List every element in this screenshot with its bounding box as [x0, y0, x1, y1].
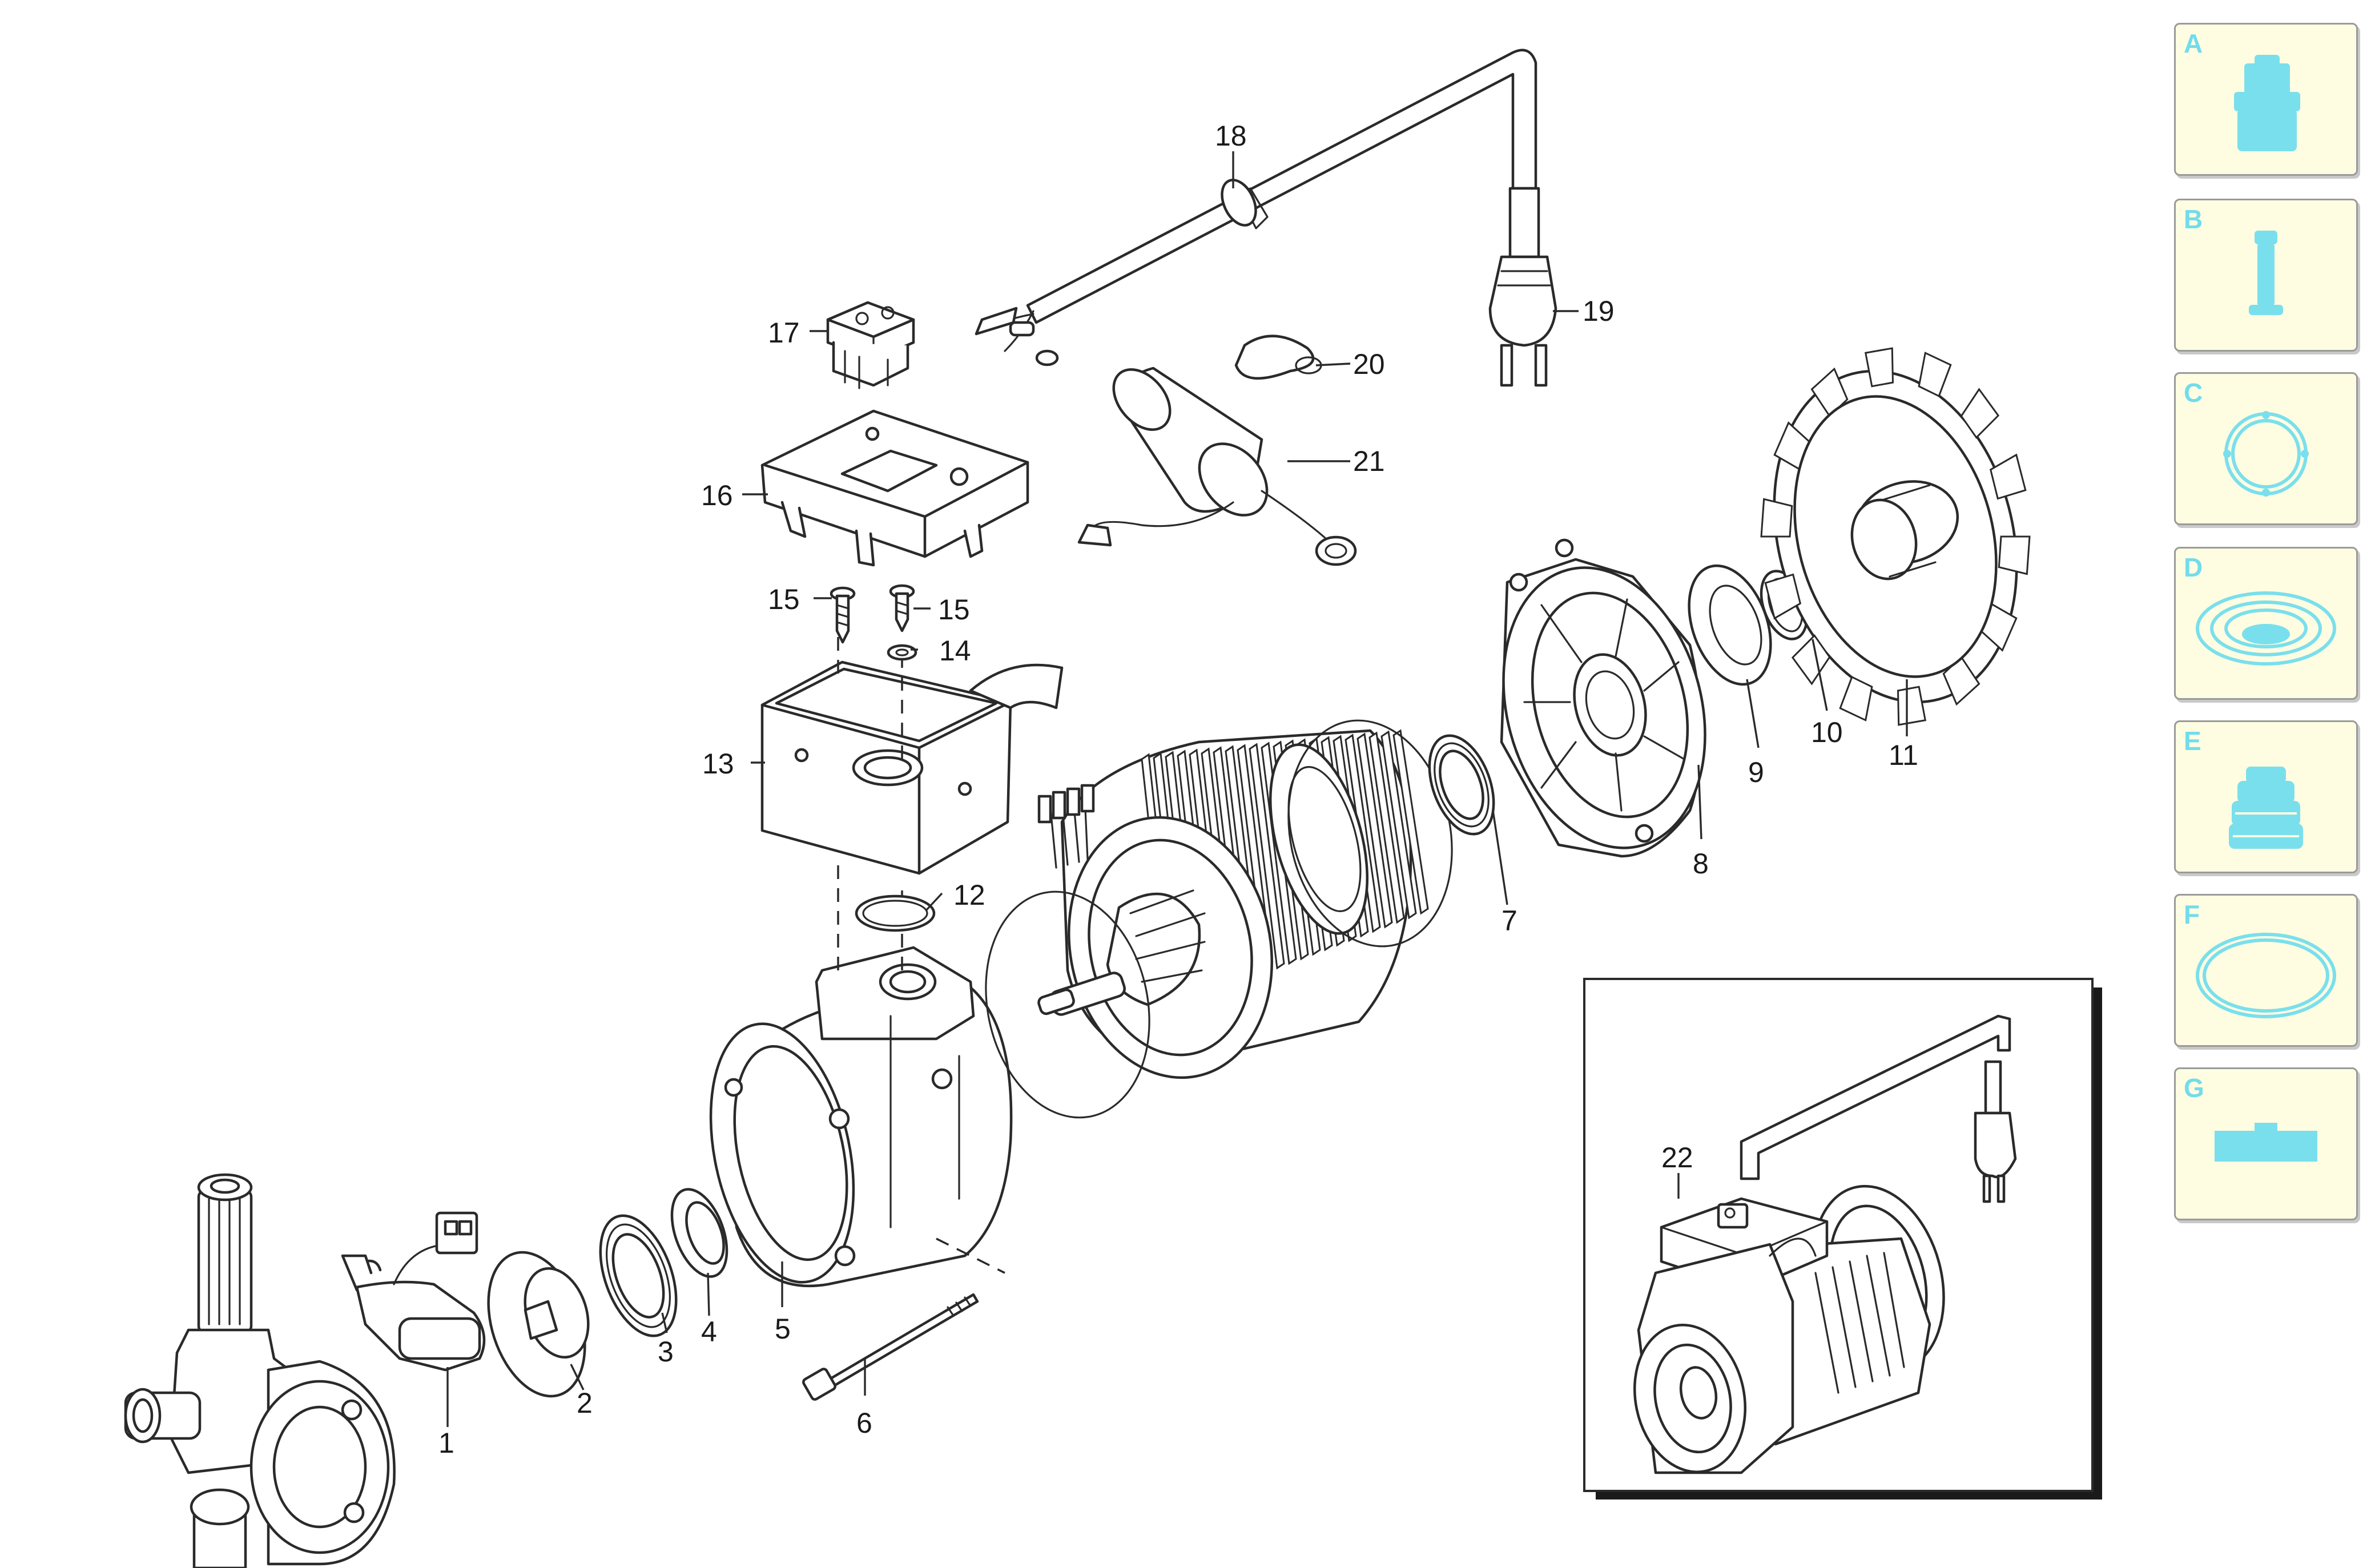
part-3-ball-bearing: [599, 1214, 678, 1337]
gland-nut-icon: [2234, 55, 2300, 151]
o-ring-icon: [2223, 411, 2309, 497]
fan-blade: [1764, 573, 1802, 620]
legend-item-b[interactable]: B: [2174, 199, 2358, 352]
part-16-terminal-cover: [760, 409, 1029, 567]
legend-letter-d: D: [2184, 553, 2203, 582]
legend-letter-e: E: [2184, 726, 2201, 756]
fan-blade: [1918, 352, 1952, 398]
stator-fin: [1380, 730, 1417, 920]
washer-block-icon: [2215, 1123, 2317, 1162]
part-20-cable-clip: [1234, 334, 1315, 380]
part-19-plug: [1488, 187, 1557, 387]
label-part-22: 22: [1661, 1142, 1693, 1174]
label-part-19: 19: [1583, 295, 1615, 327]
fan-blade: [1864, 347, 1894, 388]
part-21-capacitor: [1077, 366, 1357, 566]
part-5-motor-housing: [709, 946, 1013, 1288]
part-8-end-shield: [1500, 538, 1706, 858]
stator-fin: [1368, 731, 1405, 924]
part-15-screw-right: [889, 584, 915, 632]
part-1-pressure-switch: [341, 1211, 486, 1372]
label-part-5: 5: [775, 1313, 791, 1345]
legend-letter-f: F: [2184, 900, 2200, 929]
legend-item-g[interactable]: G: [2174, 1067, 2358, 1220]
label-part-4: 4: [701, 1316, 717, 1348]
label-part-15b: 15: [938, 594, 970, 626]
stator-o-ring-front: [985, 890, 1150, 1119]
label-part-11: 11: [1889, 739, 1918, 771]
gasket-icon: [2196, 933, 2336, 1018]
stator-fin: [1249, 743, 1285, 970]
label-part-20: 20: [1353, 348, 1385, 380]
legend-item-c[interactable]: C: [2174, 372, 2358, 525]
label-part-16: 16: [701, 479, 733, 511]
label-part-9: 9: [1748, 756, 1764, 788]
label-part-10: 10: [1811, 716, 1843, 748]
label-part-14: 14: [939, 635, 971, 667]
legend-item-f[interactable]: F: [2174, 894, 2358, 1047]
label-part-13: 13: [702, 748, 734, 780]
fan-blade: [1989, 453, 2027, 500]
part-4-seal-ring: [670, 1188, 728, 1278]
valve-icon: [2229, 767, 2303, 849]
legend-letter-c: C: [2184, 378, 2203, 408]
label-part-17: 17: [768, 317, 800, 349]
label-part-1: 1: [438, 1427, 454, 1459]
part-12-o-ring: [855, 894, 936, 932]
part-18-power-cable: [975, 49, 1537, 366]
seal-ring-icon: [2196, 591, 2336, 666]
legend-item-d[interactable]: D: [2174, 547, 2358, 700]
label-part-6: 6: [856, 1407, 872, 1439]
stator-fin: [1356, 732, 1393, 929]
label-part-7: 7: [1502, 905, 1517, 937]
fan-blade: [1897, 686, 1927, 726]
legend-item-e[interactable]: E: [2174, 720, 2358, 873]
label-part-3: 3: [658, 1336, 674, 1368]
part-15-screw-left: [830, 586, 856, 644]
stator-fin: [1392, 729, 1429, 915]
fan-blade: [1998, 535, 2031, 575]
label-part-2: 2: [577, 1387, 593, 1419]
fan-blade: [1760, 498, 1793, 538]
legend-letter-b: B: [2184, 204, 2203, 234]
fan-blade: [1791, 634, 1831, 686]
legend-letter-g: G: [2184, 1073, 2204, 1103]
label-part-21: 21: [1353, 445, 1385, 477]
pump-head: [124, 1173, 396, 1568]
assembled-motor-inset: [1583, 978, 2102, 1500]
spring-icon: [2249, 231, 2283, 315]
part-17-switch: [826, 301, 915, 389]
stator-assembly: [1037, 729, 1429, 1079]
part-14-washer: [887, 644, 917, 661]
part-13-terminal-box: [760, 660, 1064, 875]
leader-lines: [446, 151, 1908, 1427]
fan-blade: [1839, 675, 1873, 721]
label-part-18: 18: [1215, 120, 1247, 152]
part-11-cooling-fan: [1760, 347, 2031, 726]
part-labels: 1 2 3 4 5 6 7 8 9 10 11 12 13 14 15 15 1…: [438, 120, 1918, 1459]
part-7-ball-bearing: [1428, 734, 1495, 836]
label-part-8: 8: [1693, 848, 1709, 880]
fan-blade: [1960, 388, 2000, 439]
legend-letter-a: A: [2184, 29, 2203, 58]
part-6-tie-bolt: [802, 1293, 979, 1401]
part-2-flange-disc: [487, 1251, 590, 1398]
label-part-12: 12: [953, 879, 985, 911]
legend-item-a[interactable]: A: [2174, 23, 2358, 176]
label-part-15a: 15: [768, 583, 800, 615]
